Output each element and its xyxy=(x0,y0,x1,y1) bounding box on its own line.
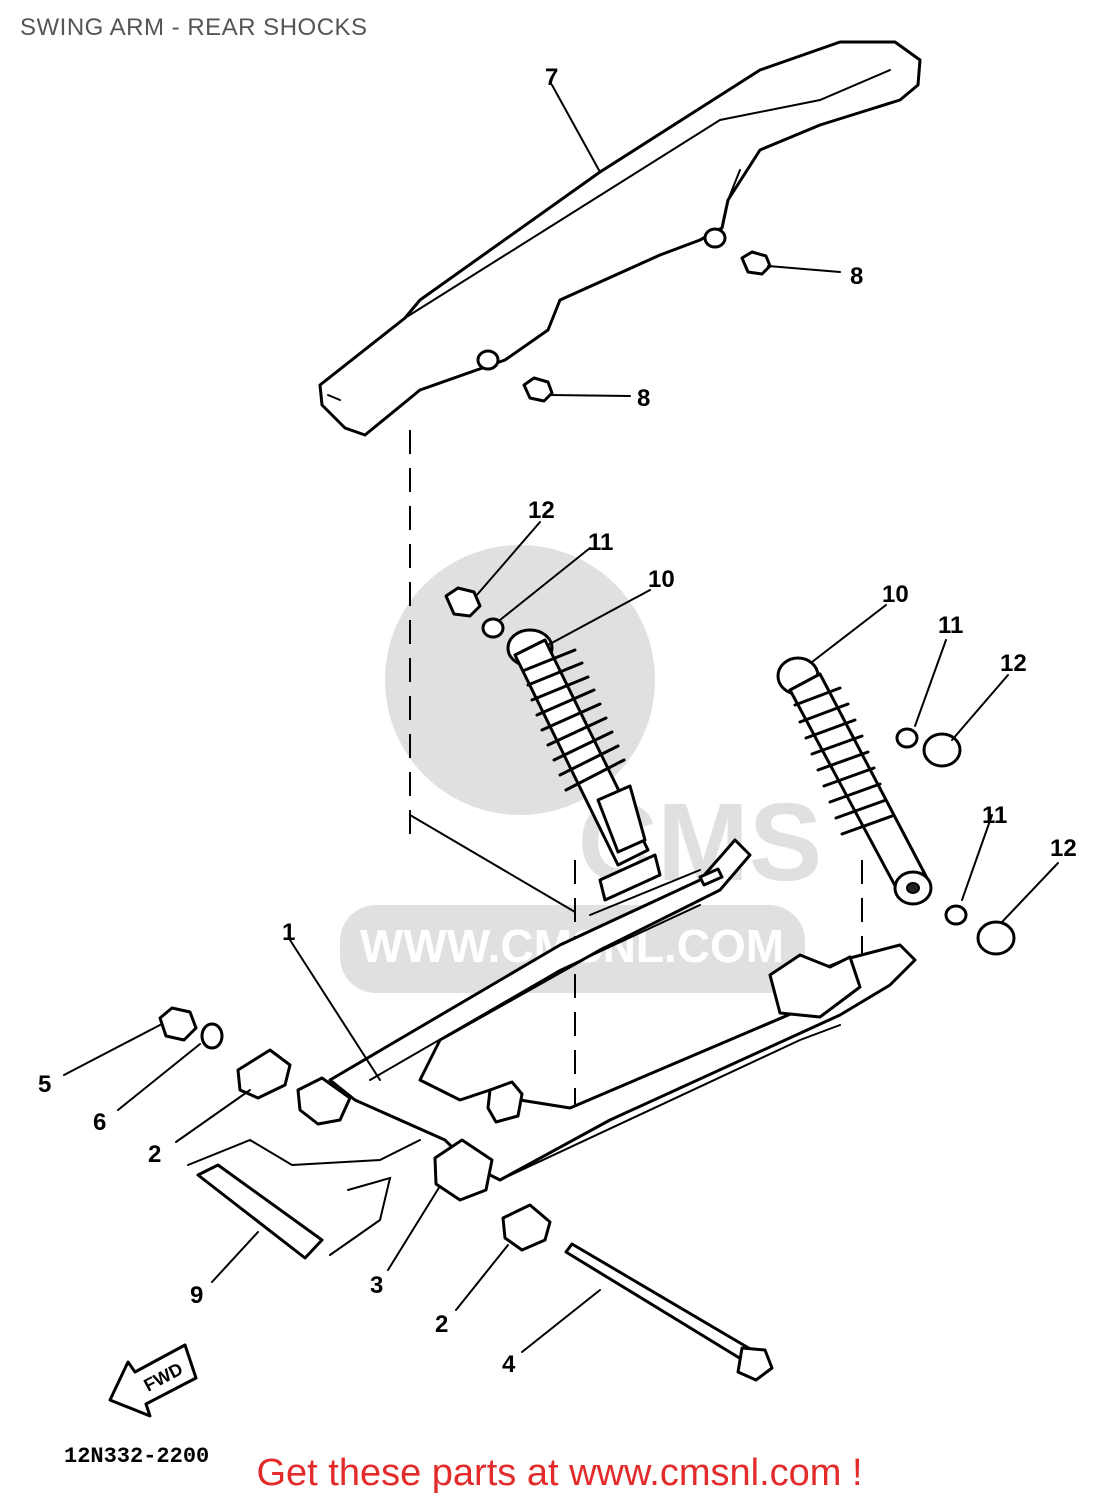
callout-11-right-upper: 11 xyxy=(938,612,963,639)
nut-12-right-lower xyxy=(976,920,1016,956)
callout-10-left: 10 xyxy=(648,566,675,593)
bushing-3-upper xyxy=(296,1076,352,1126)
callout-3: 3 xyxy=(370,1272,383,1299)
nut-12-left xyxy=(444,586,482,618)
callout-12-right-lower: 12 xyxy=(1050,835,1077,862)
leader-lines xyxy=(63,84,1059,1353)
washer-11-right-upper xyxy=(895,727,919,749)
nut-8-lower xyxy=(522,376,554,403)
callout-5: 5 xyxy=(38,1071,51,1098)
footer-link[interactable]: Get these parts at www.cmsnl.com ! xyxy=(256,1452,863,1494)
diagram-code: 12N332-2200 xyxy=(64,1444,209,1469)
callout-12-right-upper: 12 xyxy=(1000,650,1027,677)
callout-9: 9 xyxy=(190,1282,203,1309)
callout-2-upper: 2 xyxy=(148,1141,161,1168)
nut-8-upper xyxy=(740,250,772,276)
nut-12-right-upper xyxy=(922,732,962,768)
washer-6 xyxy=(200,1022,224,1050)
bushing-2-upper xyxy=(236,1048,292,1100)
callout-12-left: 12 xyxy=(528,497,555,524)
alignment-lines xyxy=(409,430,863,1120)
spacer-9 xyxy=(196,1163,324,1260)
fwd-arrow: FWD xyxy=(108,1343,198,1418)
callout-8-upper: 8 xyxy=(850,263,863,290)
callout-7: 7 xyxy=(545,64,558,91)
chain-guard xyxy=(318,40,922,437)
watermark-logo xyxy=(385,545,655,815)
callout-8-lower: 8 xyxy=(637,385,650,412)
page-title: SWING ARM - REAR SHOCKS xyxy=(20,14,368,41)
pivot-bolt xyxy=(564,1242,774,1382)
spacer-outline-2 xyxy=(329,1176,392,1256)
washer-11-left xyxy=(481,617,505,639)
spacer-outline xyxy=(187,1138,421,1167)
right-shock-absorber xyxy=(776,656,933,906)
bushing-2-lower xyxy=(501,1203,552,1252)
callout-6: 6 xyxy=(93,1109,106,1136)
callout-11-right-lower: 11 xyxy=(982,802,1007,829)
bushing-3 xyxy=(433,1138,494,1202)
callout-2-lower: 2 xyxy=(435,1311,448,1338)
left-shock-absorber xyxy=(506,628,650,867)
callout-10-right: 10 xyxy=(882,581,909,608)
callout-11-left: 11 xyxy=(588,529,613,556)
washer-11-right-lower xyxy=(944,904,968,926)
callout-1: 1 xyxy=(282,919,295,946)
nut-5 xyxy=(158,1006,198,1042)
swing-arm xyxy=(328,838,917,1182)
callout-4: 4 xyxy=(502,1351,516,1378)
